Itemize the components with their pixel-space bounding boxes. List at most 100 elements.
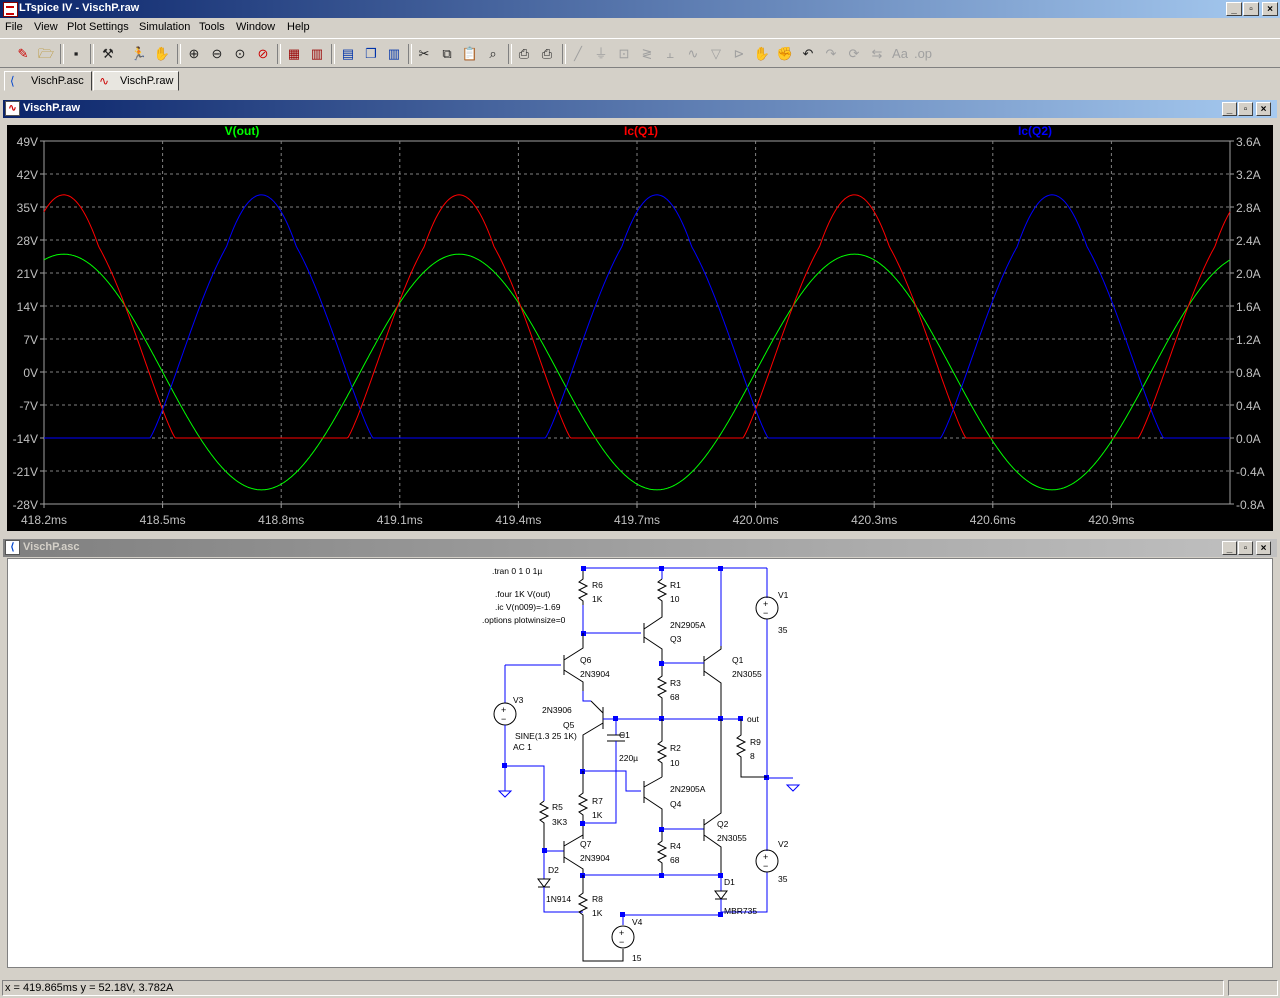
diode-icon[interactable]: ▽ <box>711 46 721 61</box>
cascade-icon[interactable]: ❐ <box>365 46 377 61</box>
trace-ic-q2 <box>44 194 1230 439</box>
label-icon[interactable]: ⊡ <box>618 46 630 61</box>
schematic-close-button[interactable]: × <box>1256 541 1271 555</box>
cut-icon[interactable]: ✂ <box>418 46 430 61</box>
tile-vertical-icon[interactable]: ▥ <box>387 46 401 61</box>
type-d2: 1N914 <box>546 894 571 904</box>
resistor-r6[interactable] <box>577 569 589 605</box>
maximize-button[interactable]: ▫ <box>1243 2 1259 16</box>
resistor-r1[interactable] <box>656 578 668 611</box>
inductor-icon[interactable]: ∿ <box>687 46 699 61</box>
junction-dot <box>659 661 664 666</box>
control-panel-icon[interactable]: ⚒ <box>102 46 114 61</box>
resistor-r2[interactable] <box>656 719 668 777</box>
voltage-source-v2[interactable] <box>755 849 779 873</box>
zoom-fit-icon[interactable]: ⊙ <box>234 46 246 61</box>
redo-icon[interactable]: ↷ <box>825 46 837 61</box>
zoom-cancel-icon[interactable]: ⊘ <box>257 46 269 61</box>
copy-icon[interactable]: ⧉ <box>442 46 452 61</box>
y-tick-label-right: -0.4A <box>1236 465 1265 479</box>
y-tick-label-right: 2.8A <box>1236 201 1261 215</box>
menu-view[interactable]: View <box>34 21 58 33</box>
type-q5: 2N3906 <box>542 705 572 715</box>
diode-d2[interactable] <box>537 878 551 888</box>
wire-icon[interactable]: ╱ <box>574 46 582 61</box>
component-icon[interactable]: ⊳ <box>733 46 745 61</box>
svg-text:+: + <box>763 852 768 862</box>
drag-icon[interactable]: ✊ <box>776 46 794 61</box>
legend-v-out[interactable]: V(out) <box>225 124 260 138</box>
directive-options[interactable]: .options plotwinsize=0 <box>482 615 566 625</box>
move-icon[interactable]: ✋ <box>753 46 771 61</box>
junction-dot <box>659 566 664 571</box>
tab-vischp-raw[interactable]: ∿ VischP.raw <box>93 71 179 91</box>
schematic-maximize-button[interactable]: ▫ <box>1238 541 1253 555</box>
transistor-q4-collector <box>643 796 663 829</box>
paste-icon[interactable]: 📋 <box>461 46 479 61</box>
spice-directive-icon[interactable]: .op <box>913 46 933 61</box>
legend-ic-q2[interactable]: Ic(Q2) <box>1018 124 1052 138</box>
svg-text:+: + <box>763 599 768 609</box>
halt-icon[interactable]: ✋ <box>153 46 171 61</box>
print-icon[interactable]: ⎙ <box>541 46 553 61</box>
plot-close-button[interactable]: × <box>1256 102 1271 116</box>
toolbar-separator <box>408 44 412 64</box>
directive-tran[interactable]: .tran 0 1 0 1µ <box>492 566 542 576</box>
save-icon[interactable]: ▪ <box>73 46 79 61</box>
menu-plot-settings[interactable]: Plot Settings <box>67 21 129 33</box>
menu-tools[interactable]: Tools <box>199 21 225 33</box>
rotate-icon[interactable]: ⟳ <box>848 46 860 61</box>
resistor-r5[interactable] <box>538 800 550 851</box>
junction-dot <box>581 566 586 571</box>
junction-dot <box>718 912 723 917</box>
y-tick-label-left: 14V <box>17 300 38 314</box>
diode-d1[interactable] <box>714 890 728 900</box>
new-schematic-icon[interactable]: ✎ <box>17 46 29 61</box>
status-panel <box>1228 980 1278 996</box>
menu-window[interactable]: Window <box>236 21 276 33</box>
mirror-icon[interactable]: ⇆ <box>871 46 883 61</box>
wire <box>622 899 722 925</box>
voltage-source-v1[interactable] <box>755 596 779 620</box>
autorange-icon[interactable]: ▦ <box>287 46 301 61</box>
undo-icon[interactable]: ↶ <box>802 46 814 61</box>
find-icon[interactable]: ⌕ <box>489 46 497 61</box>
menu-help[interactable]: Help <box>287 21 310 33</box>
wire <box>583 770 641 792</box>
tab-vischp-asc[interactable]: ⟨ VischP.asc <box>4 71 92 91</box>
minimize-button[interactable]: _ <box>1226 2 1242 16</box>
plot-maximize-button[interactable]: ▫ <box>1238 102 1253 116</box>
menu-simulation[interactable]: Simulation <box>139 21 191 33</box>
label-r6: R6 <box>592 580 603 590</box>
resistor-r3[interactable] <box>656 666 668 719</box>
resistor-r9[interactable] <box>735 719 767 778</box>
tile-horizontal-icon[interactable]: ▤ <box>341 46 355 61</box>
directive-four[interactable]: .four 1K V(out) <box>495 589 550 599</box>
resistor-r4[interactable] <box>656 831 668 875</box>
transistor-q7-collector <box>563 834 584 847</box>
resistor-r8[interactable] <box>577 875 624 962</box>
plot-minimize-button[interactable]: _ <box>1222 102 1237 116</box>
zoom-out-icon[interactable]: ⊖ <box>211 46 223 61</box>
text-icon[interactable]: Aa <box>892 46 908 61</box>
resistor-icon[interactable]: ≷ <box>641 46 653 61</box>
menu-file[interactable]: File <box>5 21 23 33</box>
run-icon[interactable]: 🏃 <box>130 46 148 61</box>
ground-icon[interactable]: ⏚ <box>594 46 608 61</box>
trace-v-out <box>43 253 1231 491</box>
schematic-minimize-button[interactable]: _ <box>1222 541 1237 555</box>
voltage-source-v4[interactable] <box>611 925 635 949</box>
legend-ic-q1[interactable]: Ic(Q1) <box>624 124 658 138</box>
value-r3: 68 <box>670 692 680 702</box>
resistor-r7[interactable] <box>577 771 589 839</box>
autorange-y-icon[interactable]: ▥ <box>310 46 324 61</box>
directive-ic[interactable]: .ic V(n009)=-1.69 <box>495 602 561 612</box>
zoom-in-icon[interactable]: ⊕ <box>188 46 200 61</box>
junction-dot <box>620 912 625 917</box>
print-setup-icon[interactable]: ⎙ <box>518 46 530 61</box>
open-icon[interactable]: 🗁 <box>37 46 55 61</box>
capacitor-icon[interactable]: ⫠ <box>666 46 674 61</box>
close-button[interactable]: × <box>1262 2 1278 16</box>
schematic-canvas[interactable]: .tran 0 1 0 1µ .four 1K V(out) .ic V(n00… <box>7 558 1273 968</box>
